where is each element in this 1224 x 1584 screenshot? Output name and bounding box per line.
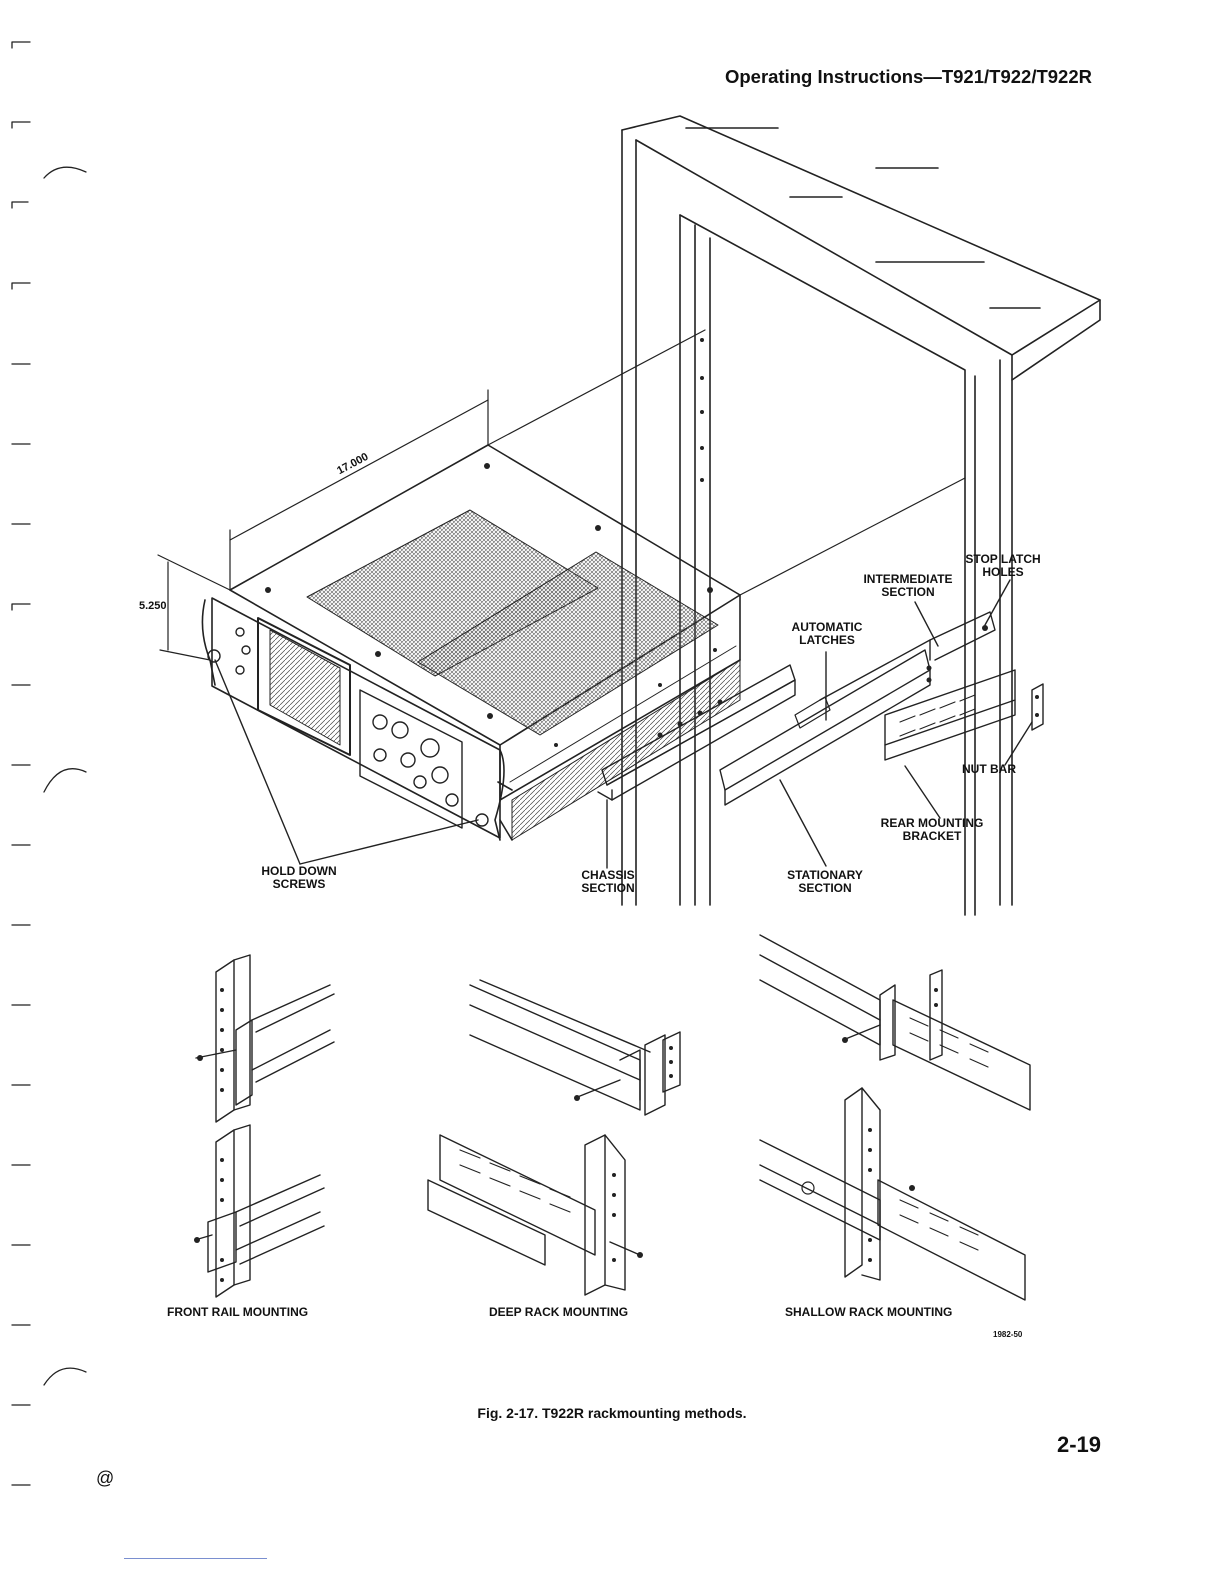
slide-rails (597, 611, 1044, 806)
shallow-rack-subfigure-top (759, 934, 1031, 1111)
callout-nut-bar: NUT BAR (962, 762, 1016, 776)
page-header: Operating Instructions—T921/T922/T922R (724, 66, 1092, 87)
callout-leaders (214, 579, 1033, 869)
label-deep-rack-mounting: DEEP RACK MOUNTING (489, 1305, 629, 1319)
figure-code: 1982-50 (993, 1330, 1023, 1339)
front-rail-subfigure-bottom (194, 1124, 325, 1298)
bottom-rule (124, 1558, 267, 1559)
shallow-rack-subfigure-bottom (759, 1087, 1026, 1301)
label-front-rail-mounting: FRONT RAIL MOUNTING (167, 1305, 309, 1319)
front-rail-subfigure-top (195, 954, 335, 1123)
deep-rack-subfigure-bottom (427, 1134, 643, 1296)
margin-marks (11, 41, 87, 1486)
dimension-lines (157, 329, 966, 661)
oscilloscope-chassis (201, 444, 741, 841)
deep-rack-subfigure-top (469, 979, 681, 1116)
label-shallow-rack-mounting: SHALLOW RACK MOUNTING (785, 1305, 953, 1319)
rack-cabinet (621, 115, 1101, 916)
dimension-height: 5.250 (139, 600, 167, 612)
page-number: 2-19 (1056, 1432, 1101, 1457)
footer-symbol: @ (96, 1468, 115, 1488)
figure-caption: Fig. 2-17. T922R rackmounting methods. (477, 1405, 747, 1421)
